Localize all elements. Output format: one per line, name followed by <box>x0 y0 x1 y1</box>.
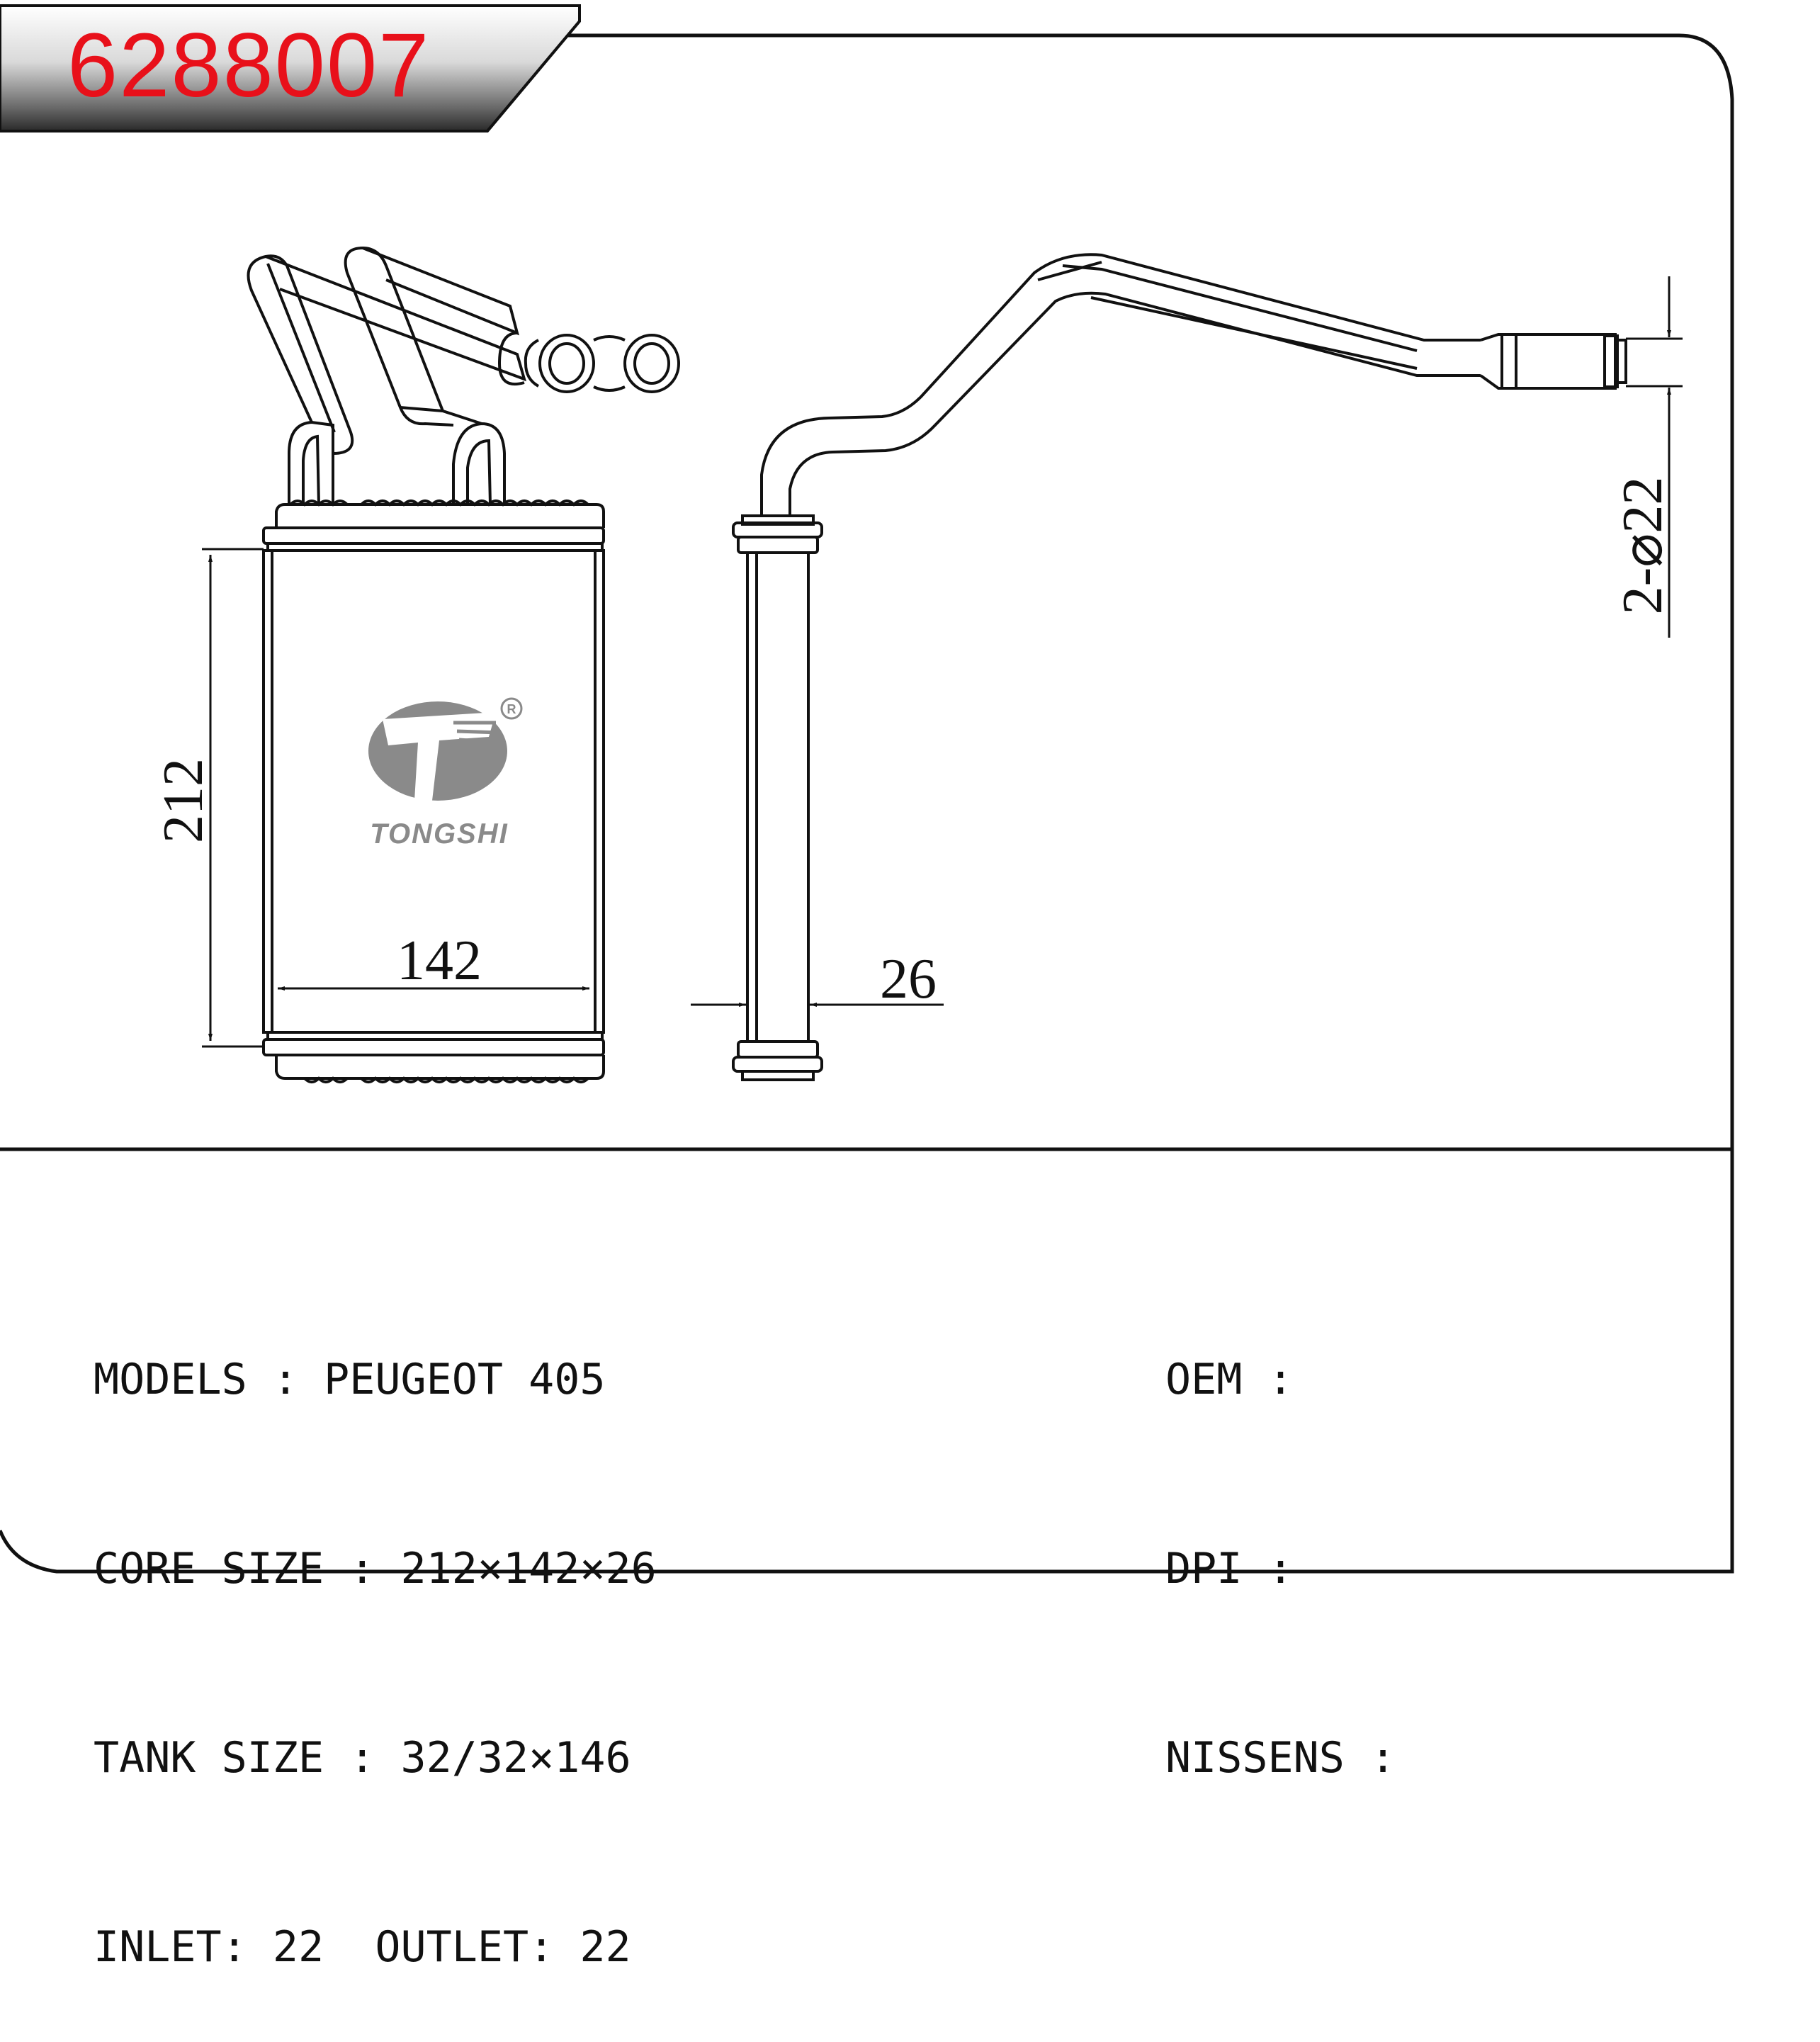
heater-core-front-view <box>247 246 680 1083</box>
dpi-label: DPI <box>1165 1544 1243 1593</box>
depth-dimension-label: 26 <box>880 948 937 1010</box>
inlet-label: INLET: <box>94 1922 247 1972</box>
height-dimension <box>202 548 264 1048</box>
part-number: 6288007 <box>67 15 431 116</box>
oem-label: OEM <box>1165 1355 1243 1404</box>
core-size-label: CORE SIZE <box>94 1544 324 1593</box>
outlet-value: 22 <box>580 1922 631 1972</box>
technical-drawing: 212 142 R TONGSHI <box>0 4 1734 1574</box>
spec-table-left: MODELS : PEUGEOT 405 CORE SIZE : 212×142… <box>94 1222 657 2042</box>
width-dimension-label: 142 <box>397 930 482 992</box>
tank-size-label: TANK SIZE <box>94 1733 324 1783</box>
spec-row-tank-size: TANK SIZE : 32/32×146 <box>94 1733 631 1783</box>
drawing-frame <box>0 33 1734 1574</box>
pipe-diameter-label: 2-⌀22 <box>1612 477 1674 615</box>
core-size-value: 212×142×26 <box>400 1544 657 1593</box>
outlet-label: OUTLET: <box>375 1922 555 1972</box>
spec-row-nissens: NISSENS : <box>1165 1733 1422 1783</box>
spec-row-inlet-outlet: INLET: 22 OUTLET: 22 <box>94 1916 657 1979</box>
models-label: MODELS <box>94 1355 247 1404</box>
models-value: PEUGEOT 405 <box>324 1355 606 1404</box>
spec-table-right: OEM : DPI : NISSENS : <box>1165 1222 1421 1853</box>
spec-row-oem: OEM : <box>1165 1355 1319 1404</box>
spec-row-dpi: DPI : <box>1165 1544 1319 1593</box>
logo-wordmark: TONGSHI <box>370 818 509 850</box>
tank-size-value: 32/32×146 <box>400 1733 631 1783</box>
height-dimension-label: 212 <box>152 758 215 843</box>
inlet-value: 22 <box>272 1922 324 1972</box>
part-number-banner <box>0 4 581 132</box>
heater-core-side-view <box>732 253 1627 1081</box>
tongshi-logo: R TONGSHI <box>368 697 523 850</box>
spec-row-core-size: CORE SIZE : 212×142×26 <box>94 1544 657 1593</box>
spec-row-models: MODELS : PEUGEOT 405 <box>94 1355 606 1404</box>
pipe-diameter-dimension <box>1626 276 1683 638</box>
nissens-label: NISSENS <box>1165 1733 1345 1783</box>
svg-text:R: R <box>507 702 516 716</box>
